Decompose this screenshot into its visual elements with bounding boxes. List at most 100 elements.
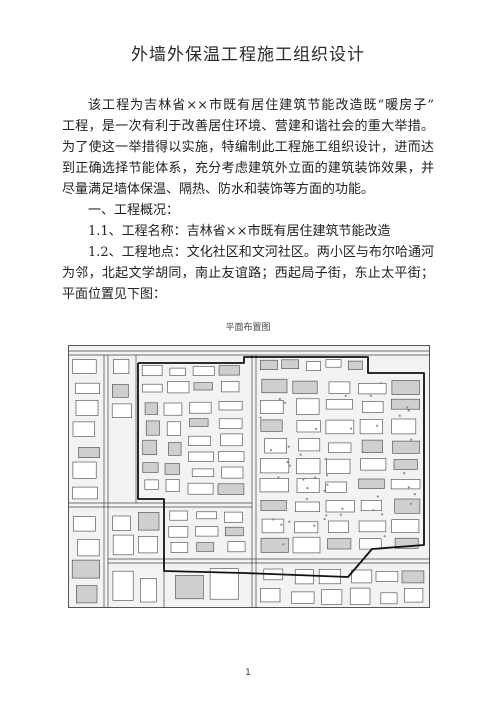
tree-symbol bbox=[315, 427, 318, 430]
building-footprint bbox=[327, 538, 352, 550]
building-footprint bbox=[111, 384, 129, 398]
building-footprint bbox=[142, 383, 163, 393]
tree-symbol bbox=[409, 502, 412, 505]
tree-symbol bbox=[398, 414, 401, 417]
building-footprint bbox=[325, 399, 353, 410]
tree-symbol bbox=[323, 517, 326, 521]
tree-symbol bbox=[372, 509, 375, 512]
tree-symbol bbox=[299, 453, 302, 456]
building-footprint bbox=[196, 511, 217, 520]
tree-symbol bbox=[278, 397, 281, 401]
building-footprint bbox=[112, 515, 131, 531]
site-boundary bbox=[137, 356, 425, 578]
building-footprint bbox=[145, 420, 160, 436]
building-footprint bbox=[169, 367, 186, 376]
building-footprint bbox=[221, 466, 244, 479]
building-footprint bbox=[391, 519, 420, 533]
building-footprint bbox=[218, 451, 245, 462]
tree-symbol bbox=[326, 483, 329, 486]
building-footprint bbox=[361, 439, 383, 453]
building-footprint bbox=[296, 478, 320, 493]
paragraph-line: 尽量满足墙体保温、隔热、防水和装饰等方面的功能。 bbox=[62, 182, 375, 197]
building-footprint bbox=[391, 418, 417, 435]
building-footprint bbox=[359, 419, 383, 435]
body-text: 该工程为吉林省××市既有居住建筑节能改造既“暖房子” 工程，是一次有利于改善居住… bbox=[62, 95, 434, 305]
building-footprint bbox=[260, 458, 290, 474]
tree-symbol bbox=[376, 495, 379, 498]
tree-symbol bbox=[381, 513, 384, 516]
building-footprint bbox=[394, 537, 419, 549]
tree-symbol bbox=[272, 518, 275, 521]
building-footprint bbox=[141, 365, 163, 376]
tree-symbol bbox=[350, 427, 353, 430]
building-footprint bbox=[391, 380, 420, 395]
building-footprint bbox=[360, 458, 387, 471]
building-footprint bbox=[72, 461, 97, 479]
tree-symbol bbox=[403, 472, 406, 475]
paragraph-line: 为了使这一举措得以实施，特编制此工程施工组织设计，进而达 bbox=[62, 140, 434, 155]
project-location-line: 为邻，北起文学胡同，南止友谊路；西起局子街，东止太平街； bbox=[62, 266, 434, 281]
tree-symbol bbox=[313, 524, 316, 527]
building-footprint bbox=[193, 382, 213, 391]
building-footprint bbox=[111, 403, 132, 418]
building-footprint bbox=[72, 359, 97, 374]
building-footprint bbox=[73, 516, 96, 532]
tree-symbol bbox=[305, 497, 308, 500]
paragraph-line: 该工程为吉林省××市既有居住建筑节能改造既“暖房子” bbox=[88, 98, 434, 113]
building-footprint bbox=[358, 478, 385, 489]
building-footprint bbox=[71, 559, 100, 579]
building-footprint bbox=[347, 360, 363, 370]
building-footprint bbox=[294, 569, 314, 585]
building-footprint bbox=[72, 421, 95, 437]
tree-symbol bbox=[324, 457, 327, 460]
building-footprint bbox=[224, 511, 243, 523]
building-footprint bbox=[77, 539, 100, 557]
building-footprint bbox=[260, 419, 283, 432]
project-location-line: 1.2、工程地点：文化社区和文河社区。两小区与布尔哈通河 bbox=[88, 245, 434, 260]
building-footprint bbox=[391, 398, 420, 410]
building-footprint bbox=[325, 359, 342, 368]
page-number: 1 bbox=[245, 668, 251, 678]
tree-symbol bbox=[259, 416, 262, 419]
building-footprint bbox=[296, 420, 321, 433]
building-footprint bbox=[294, 521, 319, 534]
tree-symbol bbox=[376, 424, 379, 427]
building-footprint bbox=[321, 589, 343, 605]
building-footprint bbox=[227, 541, 246, 553]
building-footprint bbox=[358, 520, 387, 533]
building-footprint bbox=[221, 381, 240, 393]
figure-caption: 平面布置图 bbox=[225, 323, 271, 333]
site-plan-drawing bbox=[68, 345, 430, 608]
tree-symbol bbox=[325, 514, 328, 517]
tree-symbol bbox=[339, 513, 342, 516]
building-footprint bbox=[112, 534, 134, 556]
building-footprint bbox=[140, 578, 157, 603]
building-footprint bbox=[168, 442, 182, 456]
building-footprint bbox=[404, 588, 424, 603]
tree-symbol bbox=[314, 476, 317, 479]
building-footprint bbox=[191, 468, 215, 478]
building-footprint bbox=[164, 463, 180, 475]
building-footprint bbox=[291, 591, 315, 604]
building-footprint bbox=[144, 402, 158, 415]
tree-symbol bbox=[383, 535, 386, 538]
tree-symbol bbox=[379, 382, 382, 385]
building-footprint bbox=[189, 418, 209, 427]
building-footprint bbox=[295, 501, 321, 512]
tree-symbol bbox=[407, 486, 410, 489]
document-title: 外墙外保温工程施工组织设计 bbox=[131, 45, 365, 65]
tree-symbol bbox=[361, 450, 364, 454]
project-location-line: 平面位置见下图： bbox=[62, 287, 167, 302]
tree-symbol bbox=[282, 543, 285, 546]
building-footprint bbox=[325, 500, 355, 513]
tree-symbol bbox=[325, 474, 329, 477]
building-footprint bbox=[169, 510, 188, 521]
building-footprint bbox=[375, 571, 399, 582]
building-footprint bbox=[259, 478, 289, 493]
building-footprint bbox=[144, 479, 159, 490]
building-footprint bbox=[188, 435, 212, 446]
section-heading: 一、工程概况： bbox=[88, 203, 180, 218]
tree-symbol bbox=[288, 464, 291, 467]
building-footprint bbox=[359, 538, 382, 550]
